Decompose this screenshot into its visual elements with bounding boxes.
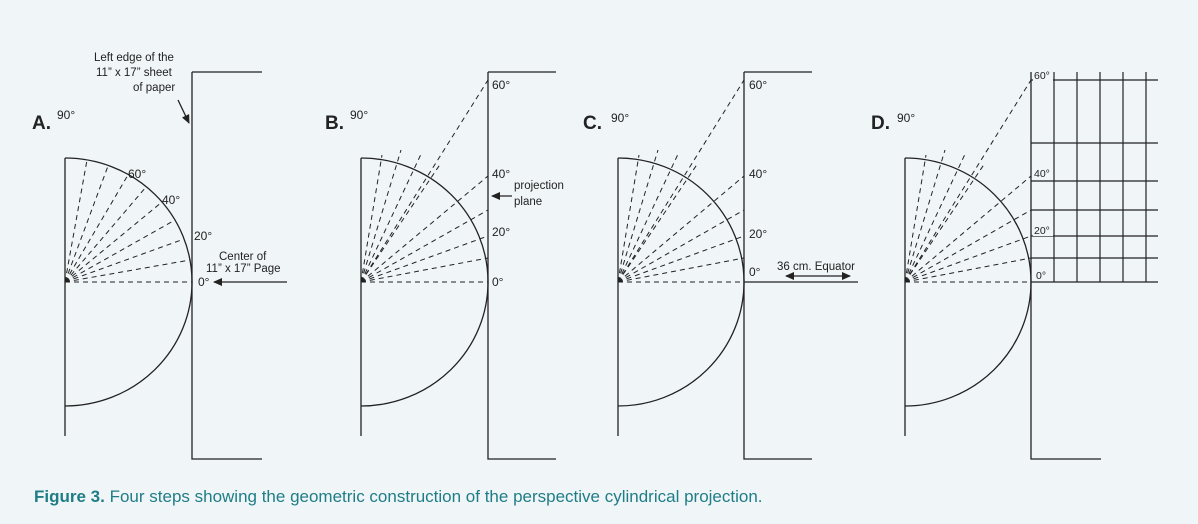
panel-c-20-label: 20° [749,227,767,241]
figure-caption: Figure 3. Four steps showing the geometr… [34,487,763,507]
svg-text:11” x 17” sheet: 11” x 17” sheet [96,67,173,79]
panel-b-plane-note: projection plane [514,180,564,208]
panel-a-40-label: 40° [162,193,180,207]
panel-a-0-label: 0° [198,275,210,289]
panel-c-letter: C. [583,113,602,134]
panel-d-20-label-bg [1033,223,1053,236]
panel-a-20-label: 20° [194,229,212,243]
panel-b: B. 90° 60° 40° 20° 0° projection plane [325,71,564,460]
panel-c-40-label: 40° [749,167,767,181]
panel-a-90-label: 90° [57,108,75,122]
panel-a-paper-edge [191,71,262,460]
panel-d-60-label: 60° [1034,70,1050,82]
panel-a-edge-arrow [177,99,190,124]
panel-d: D. 90° [871,68,1158,460]
panel-b-60-label: 60° [492,78,510,92]
panel-d-0-label-bg [1033,268,1049,281]
panel-a-edge-note: Left edge of the 11” x 17” sheet of pape… [94,52,175,94]
panel-b-20-label: 20° [492,225,510,239]
panel-c-0-label: 0° [749,265,761,279]
panel-d-40-label: 40° [1034,168,1050,180]
panel-b-40-label: 40° [492,167,510,181]
panel-c: C. 90° 60° 40° 20° 0° 36 cm. Equator [583,71,858,460]
panel-a-letter: A. [32,113,51,134]
panel-a: A. 90° 60° 40° 20° 0° Left edge of the 1… [32,52,287,460]
panel-a-60-label: 60° [128,167,146,181]
panel-b-letter: B. [325,113,344,134]
panel-c-projection-plane [743,71,812,460]
svg-text:Left edge of the: Left edge of the [94,52,174,64]
panel-c-90-label: 90° [611,111,629,125]
panel-d-0-label: 0° [1036,270,1046,282]
panel-d-letter: D. [871,113,890,134]
svg-text:plane: plane [514,196,542,208]
svg-text:11” x 17” Page: 11” x 17” Page [206,263,281,275]
svg-text:projection: projection [514,180,564,192]
panel-d-projection-plane [1030,72,1101,460]
panel-c-60-label: 60° [749,78,767,92]
panel-b-projection-plane [487,71,556,460]
panel-d-90-label: 90° [897,111,915,125]
panel-c-rays [617,79,745,283]
panel-d-20-label: 20° [1034,225,1050,237]
svg-text:Center of: Center of [219,251,267,263]
caption-text: Four steps showing the geometric constru… [104,487,763,506]
panel-d-60-label-bg [1033,68,1053,81]
projection-diagram: A. 90° 60° 40° 20° 0° Left edge of the 1… [32,52,1158,460]
panel-c-equator-label: 36 cm. Equator [777,261,855,273]
panel-b-0-label: 0° [492,275,504,289]
svg-text:of paper: of paper [133,82,175,94]
panel-d-rays [904,79,1032,283]
panel-d-40-label-bg [1033,166,1053,179]
panel-b-rays [360,79,489,283]
panel-a-center-note: Center of 11” x 17” Page [206,251,281,275]
caption-label: Figure 3. [34,487,105,506]
panel-b-90-label: 90° [350,108,368,122]
panel-a-rays [64,159,192,283]
